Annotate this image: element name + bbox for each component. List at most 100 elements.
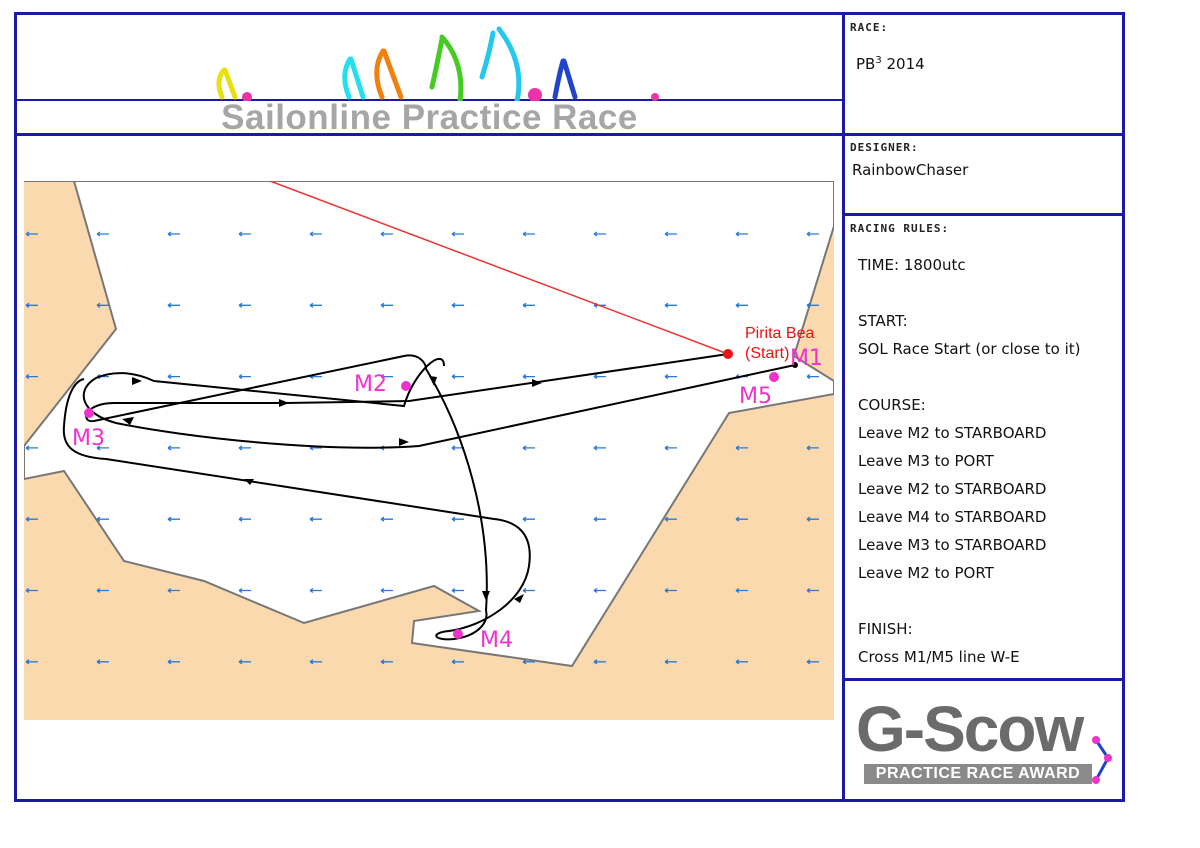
wind-arrow bbox=[380, 516, 393, 522]
wind-arrow bbox=[238, 659, 251, 665]
designer-label: DESIGNER: bbox=[850, 141, 919, 154]
rules-line: Leave M3 to PORT bbox=[858, 452, 994, 470]
wind-arrow bbox=[451, 587, 464, 594]
rules-line: COURSE: bbox=[858, 396, 926, 414]
wind-arrow bbox=[593, 445, 606, 451]
wind-arrow bbox=[593, 231, 606, 237]
wind-arrow bbox=[167, 302, 180, 308]
mark-m1-label: M1 bbox=[790, 346, 823, 371]
sails-illustration bbox=[216, 26, 659, 101]
wind-arrow bbox=[664, 374, 677, 380]
route-arrowhead bbox=[429, 376, 437, 386]
route-leg bbox=[82, 358, 796, 449]
logo-title: G-Scow bbox=[856, 693, 1084, 765]
wind-arrow bbox=[735, 302, 748, 308]
wind-arrow bbox=[380, 659, 393, 665]
wind-arrow bbox=[806, 445, 819, 451]
wind-arrow bbox=[25, 302, 38, 308]
wind-arrow bbox=[664, 659, 677, 665]
wind-arrow bbox=[25, 374, 38, 380]
rules-line: SOL Race Start (or close to it) bbox=[858, 340, 1081, 358]
wind-arrow bbox=[25, 659, 38, 665]
wind-arrow bbox=[522, 445, 535, 451]
rules-line: TIME: 1800utc bbox=[858, 256, 966, 274]
mark-m4-label: M4 bbox=[480, 628, 513, 653]
header-waterline bbox=[17, 99, 842, 101]
wind-arrow bbox=[451, 231, 464, 237]
wind-arrow bbox=[96, 231, 109, 237]
race-divider bbox=[845, 133, 1122, 136]
poster-frame bbox=[14, 12, 1125, 802]
route-arrowhead bbox=[279, 399, 289, 407]
mark-m4-dot bbox=[453, 629, 463, 639]
mark-m1-dot bbox=[792, 362, 798, 368]
route-arrowhead bbox=[122, 417, 134, 425]
wind-arrows bbox=[25, 231, 819, 665]
route-arrowhead bbox=[244, 479, 254, 485]
course-map-svg: Pirita Bea (Start) M1 M2 M3 M4 M5 bbox=[24, 181, 834, 720]
route-arrowheads bbox=[122, 376, 542, 603]
wind-arrow bbox=[593, 516, 606, 522]
wind-arrow bbox=[735, 231, 748, 237]
wind-arrow bbox=[309, 231, 322, 237]
wind-arrow bbox=[522, 374, 535, 380]
logo-route-icon bbox=[1092, 736, 1112, 784]
rules-line: Leave M2 to STARBOARD bbox=[858, 480, 1047, 498]
wind-arrow bbox=[96, 516, 109, 522]
wind-arrow bbox=[167, 374, 180, 380]
rules-line: Leave M2 to PORT bbox=[858, 564, 994, 582]
wind-arrow bbox=[735, 587, 748, 594]
route-arrowhead bbox=[532, 379, 542, 387]
wind-arrow bbox=[167, 231, 180, 237]
rules-line bbox=[858, 279, 1118, 307]
logo-subtitle: PRACTICE RACE AWARD bbox=[864, 764, 1092, 784]
wind-arrow bbox=[380, 374, 393, 380]
wind-arrow bbox=[167, 587, 180, 594]
route bbox=[62, 353, 796, 641]
page-title: Sailonline Practice Race bbox=[221, 98, 638, 137]
column-divider bbox=[842, 12, 845, 802]
wind-arrow bbox=[309, 587, 322, 594]
wind-arrow bbox=[238, 302, 251, 308]
header-divider bbox=[17, 133, 845, 136]
wind-arrow bbox=[96, 302, 109, 308]
race-name: PB3 2014 bbox=[856, 55, 925, 73]
wind-arrow bbox=[96, 659, 109, 665]
start-line bbox=[269, 181, 729, 355]
wind-arrow bbox=[522, 587, 535, 594]
wind-arrow bbox=[664, 231, 677, 237]
wind-arrow bbox=[806, 302, 819, 308]
route-leg bbox=[85, 353, 729, 612]
wind-arrow bbox=[380, 587, 393, 594]
wind-arrow bbox=[522, 231, 535, 237]
wind-arrow bbox=[238, 231, 251, 237]
rules-line: FINISH: bbox=[858, 620, 913, 638]
wind-arrow bbox=[593, 659, 606, 665]
wind-arrow bbox=[451, 516, 464, 522]
designer-name: RainbowChaser bbox=[852, 161, 969, 179]
wind-arrow bbox=[806, 659, 819, 665]
wind-arrow bbox=[664, 587, 677, 594]
water-area bbox=[24, 181, 834, 668]
wind-arrow bbox=[96, 445, 109, 451]
route-arrowhead bbox=[399, 438, 409, 446]
wind-arrow bbox=[664, 516, 677, 522]
wind-arrow bbox=[167, 445, 180, 451]
wind-arrow bbox=[309, 659, 322, 665]
wind-arrow bbox=[380, 231, 393, 237]
wind-arrow bbox=[522, 302, 535, 308]
wind-arrow bbox=[25, 516, 38, 522]
rules-line bbox=[858, 587, 1118, 615]
mark-m5-dot bbox=[769, 372, 779, 382]
rules-line: Leave M4 to STARBOARD bbox=[858, 508, 1047, 526]
wind-arrow bbox=[806, 516, 819, 522]
start-label-line1: Pirita Bea bbox=[745, 325, 814, 342]
wind-arrow bbox=[806, 231, 819, 237]
wind-arrow bbox=[806, 374, 819, 380]
route-leg bbox=[62, 378, 531, 641]
wind-arrow bbox=[309, 302, 322, 308]
wind-arrow bbox=[522, 659, 535, 665]
rules-line: Leave M2 to STARBOARD bbox=[858, 424, 1047, 442]
wind-arrow bbox=[806, 587, 819, 594]
start-label-line2: (Start) bbox=[745, 345, 789, 362]
